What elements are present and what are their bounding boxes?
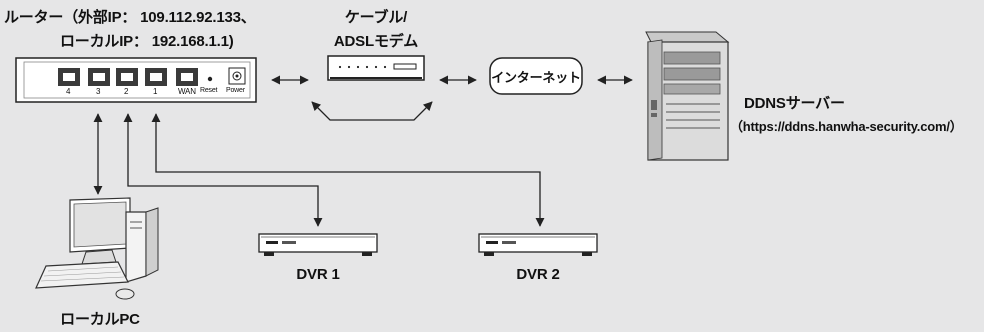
router-internet-path — [311, 101, 433, 121]
port-label-wan: WAN — [178, 87, 196, 96]
port-label-reset: Reset — [200, 87, 218, 94]
router-icon — [15, 57, 257, 103]
internet-label: インターネット — [491, 70, 581, 85]
dvr1-icon — [258, 233, 378, 256]
port-label-1: 1 — [153, 87, 158, 96]
modem-label-line2: ADSLモデム — [333, 33, 419, 50]
dvr1-label: DVR 1 — [296, 266, 340, 283]
dvr2-label: DVR 2 — [516, 266, 560, 283]
local-pc-icon — [35, 197, 159, 300]
modem-label-line1: ケーブル/ — [344, 9, 408, 26]
port-label-2: 2 — [124, 87, 129, 96]
router-label-line1: ルーター（外部IP： 109.112.92.133、 — [4, 9, 256, 26]
server-icon — [645, 31, 730, 161]
router-label-line2: ローカルIP： 192.168.1.1) — [60, 33, 234, 50]
port-label-power: Power — [226, 87, 245, 94]
port-label-3: 3 — [96, 87, 101, 96]
server-url-label: （https://ddns.hanwha-security.com/） — [730, 119, 963, 134]
port-label-4: 4 — [66, 87, 71, 96]
internet-box — [489, 57, 583, 95]
modem-icon — [327, 55, 425, 81]
dvr2-icon — [478, 233, 598, 256]
local-pc-label: ローカルPC — [60, 311, 140, 328]
router-dvr2-link — [151, 113, 545, 227]
server-name-label: DDNSサーバー — [744, 95, 845, 112]
